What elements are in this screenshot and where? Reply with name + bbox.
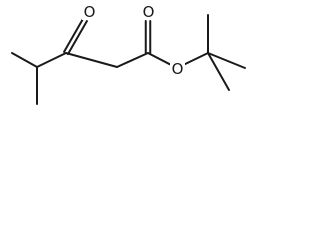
o-ketone-label-bg xyxy=(82,3,97,20)
bond-c-ester-o-ester xyxy=(147,52,171,66)
o-carbonyl-label: O xyxy=(143,3,155,21)
o-ester-label-bg xyxy=(170,60,185,77)
bond-c-ketone-ch2-alpha xyxy=(65,52,118,68)
bonds-layer xyxy=(11,14,246,105)
skeletal-structure-diagram: O O O xyxy=(11,3,246,105)
o-ester-label: O xyxy=(172,60,184,78)
o-carbonyl-label-bg xyxy=(141,3,156,20)
bond-c-ketone-o-ketone-a xyxy=(66,20,88,56)
o-ketone-label: O xyxy=(84,3,96,21)
bond-ch-isopropyl-ch3-top xyxy=(11,52,38,68)
bond-ch2-alpha-c-ester xyxy=(116,52,149,68)
bond-c-ketone-o-ketone-b xyxy=(63,17,85,53)
bond-c-quaternary-ch3-tbu-right xyxy=(207,52,246,69)
bond-o-ester-c-quaternary xyxy=(183,52,209,66)
bond-c-quaternary-ch3-tbu-bottom xyxy=(207,52,230,91)
bond-ch-isopropyl-c-ketone xyxy=(36,52,67,68)
atom-labels-layer: O O O xyxy=(82,3,185,78)
